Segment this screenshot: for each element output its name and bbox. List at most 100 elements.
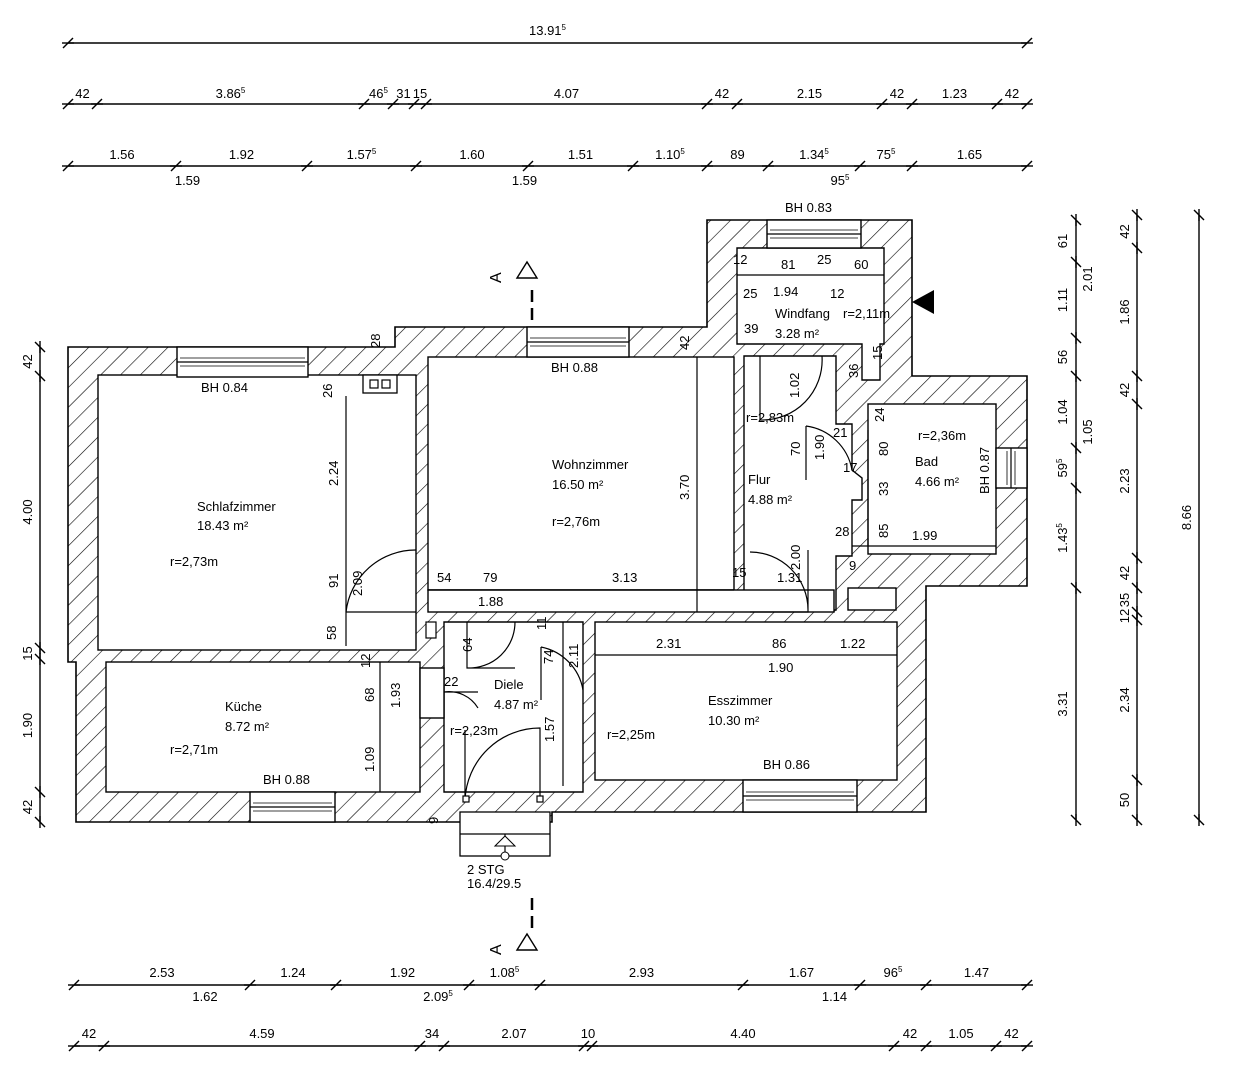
window-wohn-label: BH 0.88 [551,360,598,375]
stairs-ratio: 16.4/29.5 [467,876,521,891]
dim-flur-17: 17 [843,460,857,475]
dim-top-row2-tick [408,98,420,110]
dim-bad-24: 24 [872,408,887,422]
dim-right2-tick [1131,552,1143,564]
dim-diele-157: 1.57 [542,717,557,742]
dim-right2-tick [1131,582,1143,594]
dim-right2-label: 50 [1117,793,1132,807]
dim-bad-33: 33 [876,482,891,496]
dim-top-row2-tick [358,98,370,110]
dim-ess-190: 1.90 [768,660,793,675]
dim-top-row2-label: 42 [1005,86,1019,101]
dim-bottom-row1-tick [330,979,342,991]
dim-right2-tick [1131,814,1143,826]
esszimmer-name: Esszimmer [708,693,773,708]
dim-right1-label: 3.31 [1055,691,1070,716]
dim-top-row3-label: 1.65 [957,147,982,162]
dim-top-row2-label: 3.865 [216,86,246,101]
dim-top-row2-label: 4.07 [554,86,579,101]
dim-schlaf-26: 26 [320,384,335,398]
dim-top-row2-label: 42 [715,86,729,101]
dim-right2-label: 35 [1117,593,1132,607]
dim-flur-70: 70 [788,442,803,456]
dim-bottom-row1-lower-label: 1.14 [822,989,847,1004]
dim-schlaf-224: 2.24 [326,461,341,486]
dim-bottom-row1-label: 1.085 [490,965,520,980]
dim-flur-15: 15 [732,565,746,580]
dim-top-row3-label: 1.56 [109,147,134,162]
dim-right2-label: 42 [1117,224,1132,238]
windfang-name: Windfang [775,306,830,321]
misc-labels: 2 STG 16.4/29.5 A A [467,272,521,955]
rooms [97,247,997,793]
dim-right1-label: 595 [1055,458,1070,477]
dim-bottom-row2-tick [98,1040,110,1052]
dim-top-row2-label: 42 [890,86,904,101]
dim-top-row3-tick [522,160,534,172]
dim-wind-60: 60 [854,257,868,272]
dim-top-row3-tick [701,160,713,172]
room-kueche [105,661,421,793]
dim-diele-64: 64 [460,638,475,652]
dim-diele-211: 2.11 [566,644,581,668]
wohnzimmer-area: 16.50 m² [552,477,604,492]
dim-top-row3-lower-label: 1.59 [175,173,200,188]
inner-dims: 2.24 2.09 91 26 58 28 3.70 42 54 79 3.13… [320,252,937,824]
dim-top-total-tick [62,37,74,49]
kueche-name: Küche [225,699,262,714]
section-markers [515,260,539,951]
dim-top-row3-tick [627,160,639,172]
windfang-area: 3.28 m² [775,326,820,341]
dim-right1-tick [1070,482,1082,494]
dim-top-row2-tick [991,98,1003,110]
dim-top-row2-tick [701,98,713,110]
doors [345,355,853,803]
dim-flur-190: 1.90 [812,435,827,460]
windfang-radius: r=2,11m [843,306,890,321]
dim-bottom-row1-tick [68,979,80,991]
dim-right2-tick [1131,774,1143,786]
dim-bottom-row1-tick [920,979,932,991]
dim-top-row3-tick [301,160,313,172]
dim-right1-label: 1.435 [1055,523,1070,553]
bad-radius: r=2,36m [918,428,966,443]
dim-top-row3-label: 1.575 [347,147,377,162]
dim-left-tick [34,786,46,798]
dim-left-label: 4.00 [20,499,35,524]
dim-right2-tick [1131,398,1143,410]
dim-wohn-42: 42 [677,336,692,350]
dim-top-row3-label: 89 [730,147,744,162]
diele-radius: r=2,23m [450,723,498,738]
dim-top-row2-label: 465 [369,86,388,101]
dim-wind-12b: 12 [830,286,844,301]
dim-diele-22: 22 [444,674,458,689]
dim-flur-39: 39 [744,321,758,336]
dim-top-28: 28 [368,334,383,348]
dim-wohn-313: 3.13 [612,570,637,585]
entrance-arrow-icon [912,290,934,314]
dim-left-tick [34,370,46,382]
dim-top-row3-label: 1.105 [655,147,685,162]
dim-right1-outer-label: 2.01 [1080,266,1095,291]
dim-top-row2-tick [91,98,103,110]
room-bad-notch [847,587,897,611]
dim-bottom-row2-label: 1.05 [948,1026,973,1041]
dim-top-row3-lower-label: 955 [831,173,850,188]
dim-top-row3-tick [1021,160,1033,172]
dim-bottom-row1-label: 965 [884,965,903,980]
dim-wohn-79: 79 [483,570,497,585]
dim-top-row3-label: 1.92 [229,147,254,162]
dim-bottom-row1-tick [1021,979,1033,991]
flur-area: 4.88 m² [748,492,793,507]
dim-right3-tick [1193,814,1205,826]
dim-wind-12a: 12 [733,252,747,267]
dim-bottom-row1-tick [737,979,749,991]
dim-wind-194: 1.94 [773,284,798,299]
dim-right2-label: 42 [1117,566,1132,580]
dim-bottom-row1-label: 1.67 [789,965,814,980]
wohnzimmer-radius: r=2,76m [552,514,600,529]
schlafzimmer-radius: r=2,73m [170,554,218,569]
dim-right1-tick [1070,582,1082,594]
window-schlaf [176,346,309,378]
dim-top-row3-tick [906,160,918,172]
